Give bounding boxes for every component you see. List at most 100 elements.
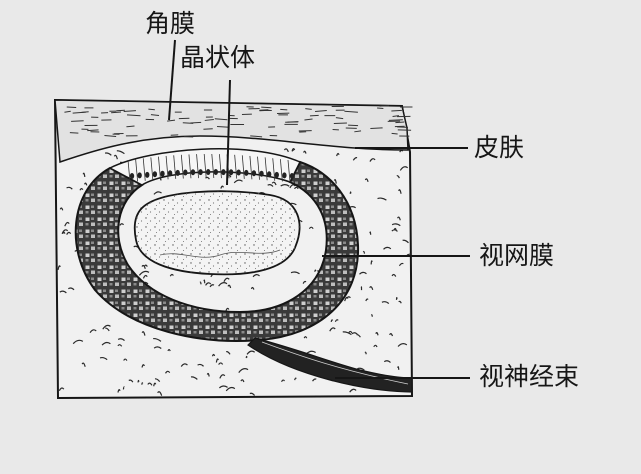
dermis-fiber	[219, 374, 226, 379]
dermis-fiber	[218, 385, 228, 389]
dermis-fiber	[84, 182, 88, 186]
skin-label: 皮肤	[474, 133, 525, 162]
dermis-fiber	[123, 358, 128, 361]
dermis-fiber	[391, 273, 397, 277]
dermis-fiber	[369, 231, 372, 235]
cornea-cell-nucleus	[190, 169, 196, 176]
dermis-fiber	[383, 246, 392, 250]
cornea-cell-nucleus	[236, 169, 241, 176]
dermis-fiber	[294, 186, 299, 190]
dermis-fiber	[153, 346, 162, 349]
skin-cell-stroke	[126, 114, 141, 117]
dermis-fiber	[381, 301, 390, 305]
dermis-fiber	[220, 185, 224, 189]
skin-cell-stroke	[64, 110, 71, 113]
cornea-cell-nucleus	[251, 170, 257, 177]
cornea-cell-layer	[108, 148, 302, 186]
dermis-fiber	[389, 333, 394, 337]
skin-cell-stroke	[287, 121, 299, 123]
dermis-fiber	[79, 188, 84, 191]
dermis-fiber	[62, 231, 66, 234]
dermis-fiber	[351, 332, 358, 335]
cornea-cell-wall	[249, 155, 253, 180]
lens-leader-line	[226, 79, 231, 186]
dermis-fiber	[398, 189, 402, 194]
dermis-fiber	[119, 223, 125, 226]
dermis-fiber	[397, 216, 401, 221]
dermis-fiber	[291, 148, 296, 151]
dermis-fiber	[346, 296, 351, 299]
dermis-fiber	[359, 271, 367, 275]
dermis-fiber	[157, 391, 163, 396]
skin-cell-stroke	[250, 135, 263, 138]
skin-cell-stroke	[391, 109, 402, 112]
skin-cell-stroke	[66, 106, 77, 109]
dermis-fiber	[246, 350, 256, 355]
retina	[74, 160, 360, 342]
dermis-fiber	[117, 389, 121, 393]
dermis-fiber	[122, 386, 125, 390]
cornea-cell-wall	[135, 159, 139, 182]
cornea-cell-wall	[150, 157, 154, 181]
dermis-fiber	[167, 348, 171, 352]
cornea-cell-wall	[165, 155, 169, 180]
cornea-cell-wall	[173, 155, 177, 179]
cornea-cell-wall	[234, 154, 238, 179]
dermis-fiber	[218, 362, 224, 365]
cornea-cell-wall	[257, 156, 260, 180]
dermis-fiber	[105, 327, 110, 332]
skin-cell-stroke	[395, 121, 405, 124]
dermis-fiber	[402, 239, 409, 244]
cornea-cell-wall	[180, 154, 184, 179]
dermis-fiber	[348, 330, 353, 334]
dermis-fiber	[250, 286, 255, 290]
cornea-cell-nucleus	[228, 169, 234, 176]
dermis-fiber	[138, 270, 150, 276]
dermis-fiber	[352, 157, 358, 161]
dermis-fiber	[364, 178, 369, 182]
dermis-fiber	[357, 367, 365, 371]
dermis-fiber	[199, 281, 202, 285]
dermis-fiber	[141, 331, 146, 336]
dermis-fiber	[391, 229, 398, 232]
cornea-cell-nucleus	[266, 171, 272, 178]
skin-cell-stroke	[348, 124, 359, 127]
dermis-fiber	[329, 327, 336, 332]
dermis-fiber	[142, 274, 148, 279]
dermis-fiber	[225, 386, 236, 392]
dermis-fiber	[68, 287, 75, 291]
skin-texture	[64, 105, 413, 138]
dermis-fiber	[312, 378, 317, 382]
dermis-fiber	[101, 341, 111, 346]
dermis-fiber	[364, 351, 367, 355]
dermis-fiber	[226, 351, 231, 355]
cornea-cell-nucleus	[152, 171, 158, 178]
dermis-fiber	[369, 286, 374, 291]
dermis-fiber	[303, 150, 307, 154]
dermis-fiber	[399, 166, 409, 171]
skin-cell-stroke	[335, 117, 344, 120]
skin-cell-stroke	[304, 118, 313, 121]
skin-cell-stroke	[261, 106, 272, 109]
cornea-cell-wall	[196, 154, 199, 179]
skin-cell-stroke	[111, 111, 122, 114]
dermis-fiber	[240, 379, 245, 383]
skin-cell-stroke	[126, 125, 135, 128]
skin-cell-stroke	[344, 110, 358, 113]
cornea-cell-nucleus	[244, 169, 249, 176]
skin-cell-stroke	[167, 119, 176, 122]
dermis-fiber	[334, 319, 339, 323]
dermis-fiber	[233, 179, 243, 184]
skin-cell-stroke	[388, 119, 403, 121]
cornea-cells	[127, 153, 295, 183]
dermis-fiber	[147, 382, 153, 386]
dermis-fiber	[290, 271, 300, 275]
skin-layer	[54, 99, 413, 164]
dermis-fiber	[66, 231, 72, 235]
dermis-fiber	[209, 284, 215, 288]
skin-cell-stroke	[354, 130, 362, 133]
dermis-fiber	[370, 314, 373, 317]
dermis-fiber	[370, 260, 373, 265]
